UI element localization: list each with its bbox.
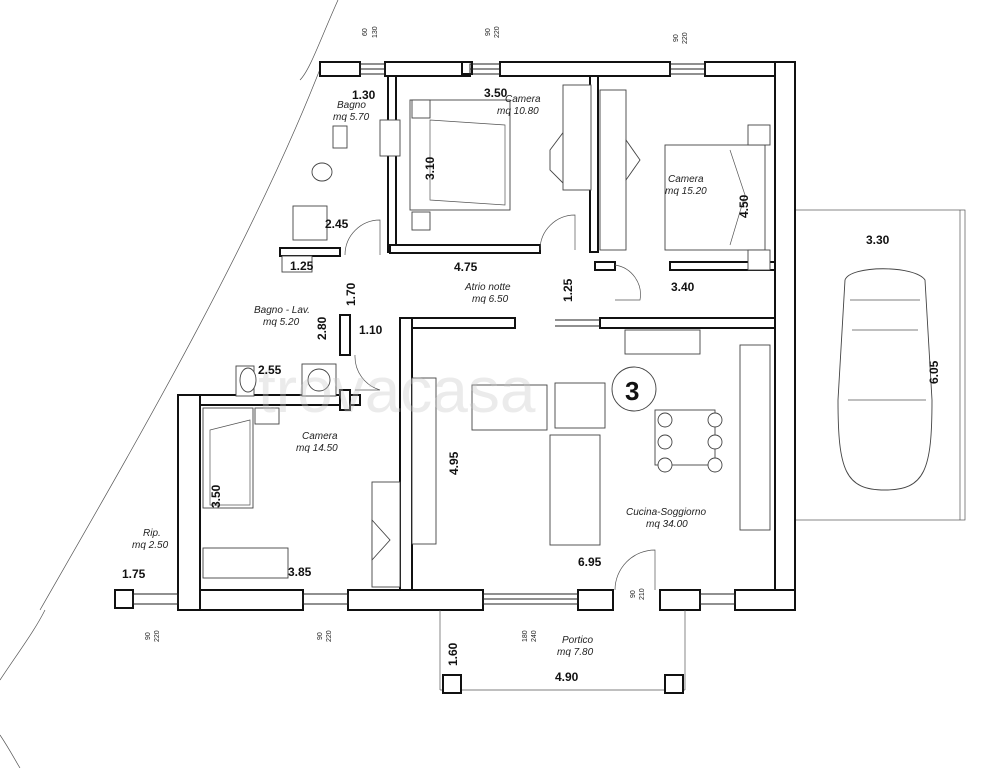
opening-210: 210 (639, 588, 646, 600)
opening-90e: 90 (630, 590, 637, 598)
double-bed-1 (409, 84, 592, 231)
room-camera1-name: Camera (505, 94, 541, 105)
room-bagno2-area: mq 5.20 (263, 317, 300, 328)
dim-450: 4.50 (737, 194, 751, 218)
opening-labels: 60 130 90 220 90 220 90 220 90 220 180 2… (145, 26, 689, 642)
opening-90c: 90 (145, 632, 152, 640)
dim-310: 3.10 (423, 156, 437, 180)
dim-125-bath: 1.25 (290, 259, 314, 273)
dimension-labels: 1.30 3.50 3.10 4.50 2.45 1.25 4.75 1.25 … (122, 86, 941, 684)
car (837, 268, 933, 491)
property-line-left (0, 609, 46, 681)
property-line-bottom (0, 734, 21, 768)
portico-outline (439, 610, 686, 694)
bathroom-fixtures-2 (235, 363, 337, 397)
dim-340: 3.40 (671, 280, 695, 294)
dim-175: 1.75 (122, 567, 146, 581)
room-portico-name: Portico (562, 635, 594, 646)
dim-330: 3.30 (866, 233, 890, 247)
opening-220a: 220 (494, 26, 501, 38)
opening-220c: 220 (154, 630, 161, 642)
single-bed-3 (202, 407, 401, 588)
room-camera3-area: mq 14.50 (296, 443, 338, 454)
room-camera2-area: mq 15.20 (665, 186, 707, 197)
opening-240: 240 (531, 630, 538, 642)
room-bagno-name: Bagno (337, 100, 366, 111)
property-line-curve (39, 63, 323, 611)
dim-255: 2.55 (258, 363, 282, 377)
dim-110: 1.10 (359, 323, 383, 337)
opening-90a: 90 (485, 28, 492, 36)
room-bagno-area: mq 5.70 (333, 112, 370, 123)
opening-220d: 220 (326, 630, 333, 642)
dim-170: 1.70 (344, 282, 358, 306)
living-furniture (411, 329, 771, 546)
room-camera1-area: mq 10.80 (497, 106, 539, 117)
dim-495: 4.95 (447, 451, 461, 475)
unit-number: 3 (625, 376, 639, 406)
bathroom-fixtures-1 (281, 119, 401, 273)
dim-350-top: 3.50 (484, 86, 508, 100)
opening-130: 130 (372, 26, 379, 38)
room-cucina-name: Cucina-Soggiorno (626, 507, 706, 518)
watermark: trovacasa (258, 354, 536, 426)
room-rip-name: Rip. (143, 528, 161, 539)
room-labels: Bagno mq 5.70 Camera mq 10.80 Camera mq … (132, 94, 707, 658)
dim-350-bed: 3.50 (209, 484, 223, 508)
room-rip-area: mq 2.50 (132, 540, 169, 551)
dim-605: 6.05 (927, 360, 941, 384)
room-camera2-name: Camera (668, 174, 704, 185)
room-atrio-name: Atrio notte (464, 282, 511, 293)
room-camera3-name: Camera (302, 431, 338, 442)
opening-90b: 90 (673, 34, 680, 42)
dim-125-atrio: 1.25 (561, 278, 575, 302)
opening-220b: 220 (682, 32, 689, 44)
dim-695: 6.95 (578, 555, 602, 569)
dim-385: 3.85 (288, 565, 312, 579)
opening-90d: 90 (317, 632, 324, 640)
door-swings (344, 214, 656, 591)
opening-180: 180 (522, 630, 529, 642)
room-atrio-area: mq 6.50 (472, 294, 509, 305)
room-bagno2-name: Bagno - Lav. (254, 305, 310, 316)
dim-245: 2.45 (325, 217, 349, 231)
dim-160: 1.60 (446, 642, 460, 666)
dim-475: 4.75 (454, 260, 478, 274)
double-bed-2 (599, 89, 771, 271)
dim-280: 2.80 (315, 316, 329, 340)
room-portico-area: mq 7.80 (557, 647, 594, 658)
property-line-top (299, 0, 339, 81)
windows (132, 63, 736, 605)
room-cucina-area: mq 34.00 (646, 519, 688, 530)
opening-60: 60 (362, 28, 369, 36)
dim-130: 1.30 (352, 88, 376, 102)
dim-490: 4.90 (555, 670, 579, 684)
